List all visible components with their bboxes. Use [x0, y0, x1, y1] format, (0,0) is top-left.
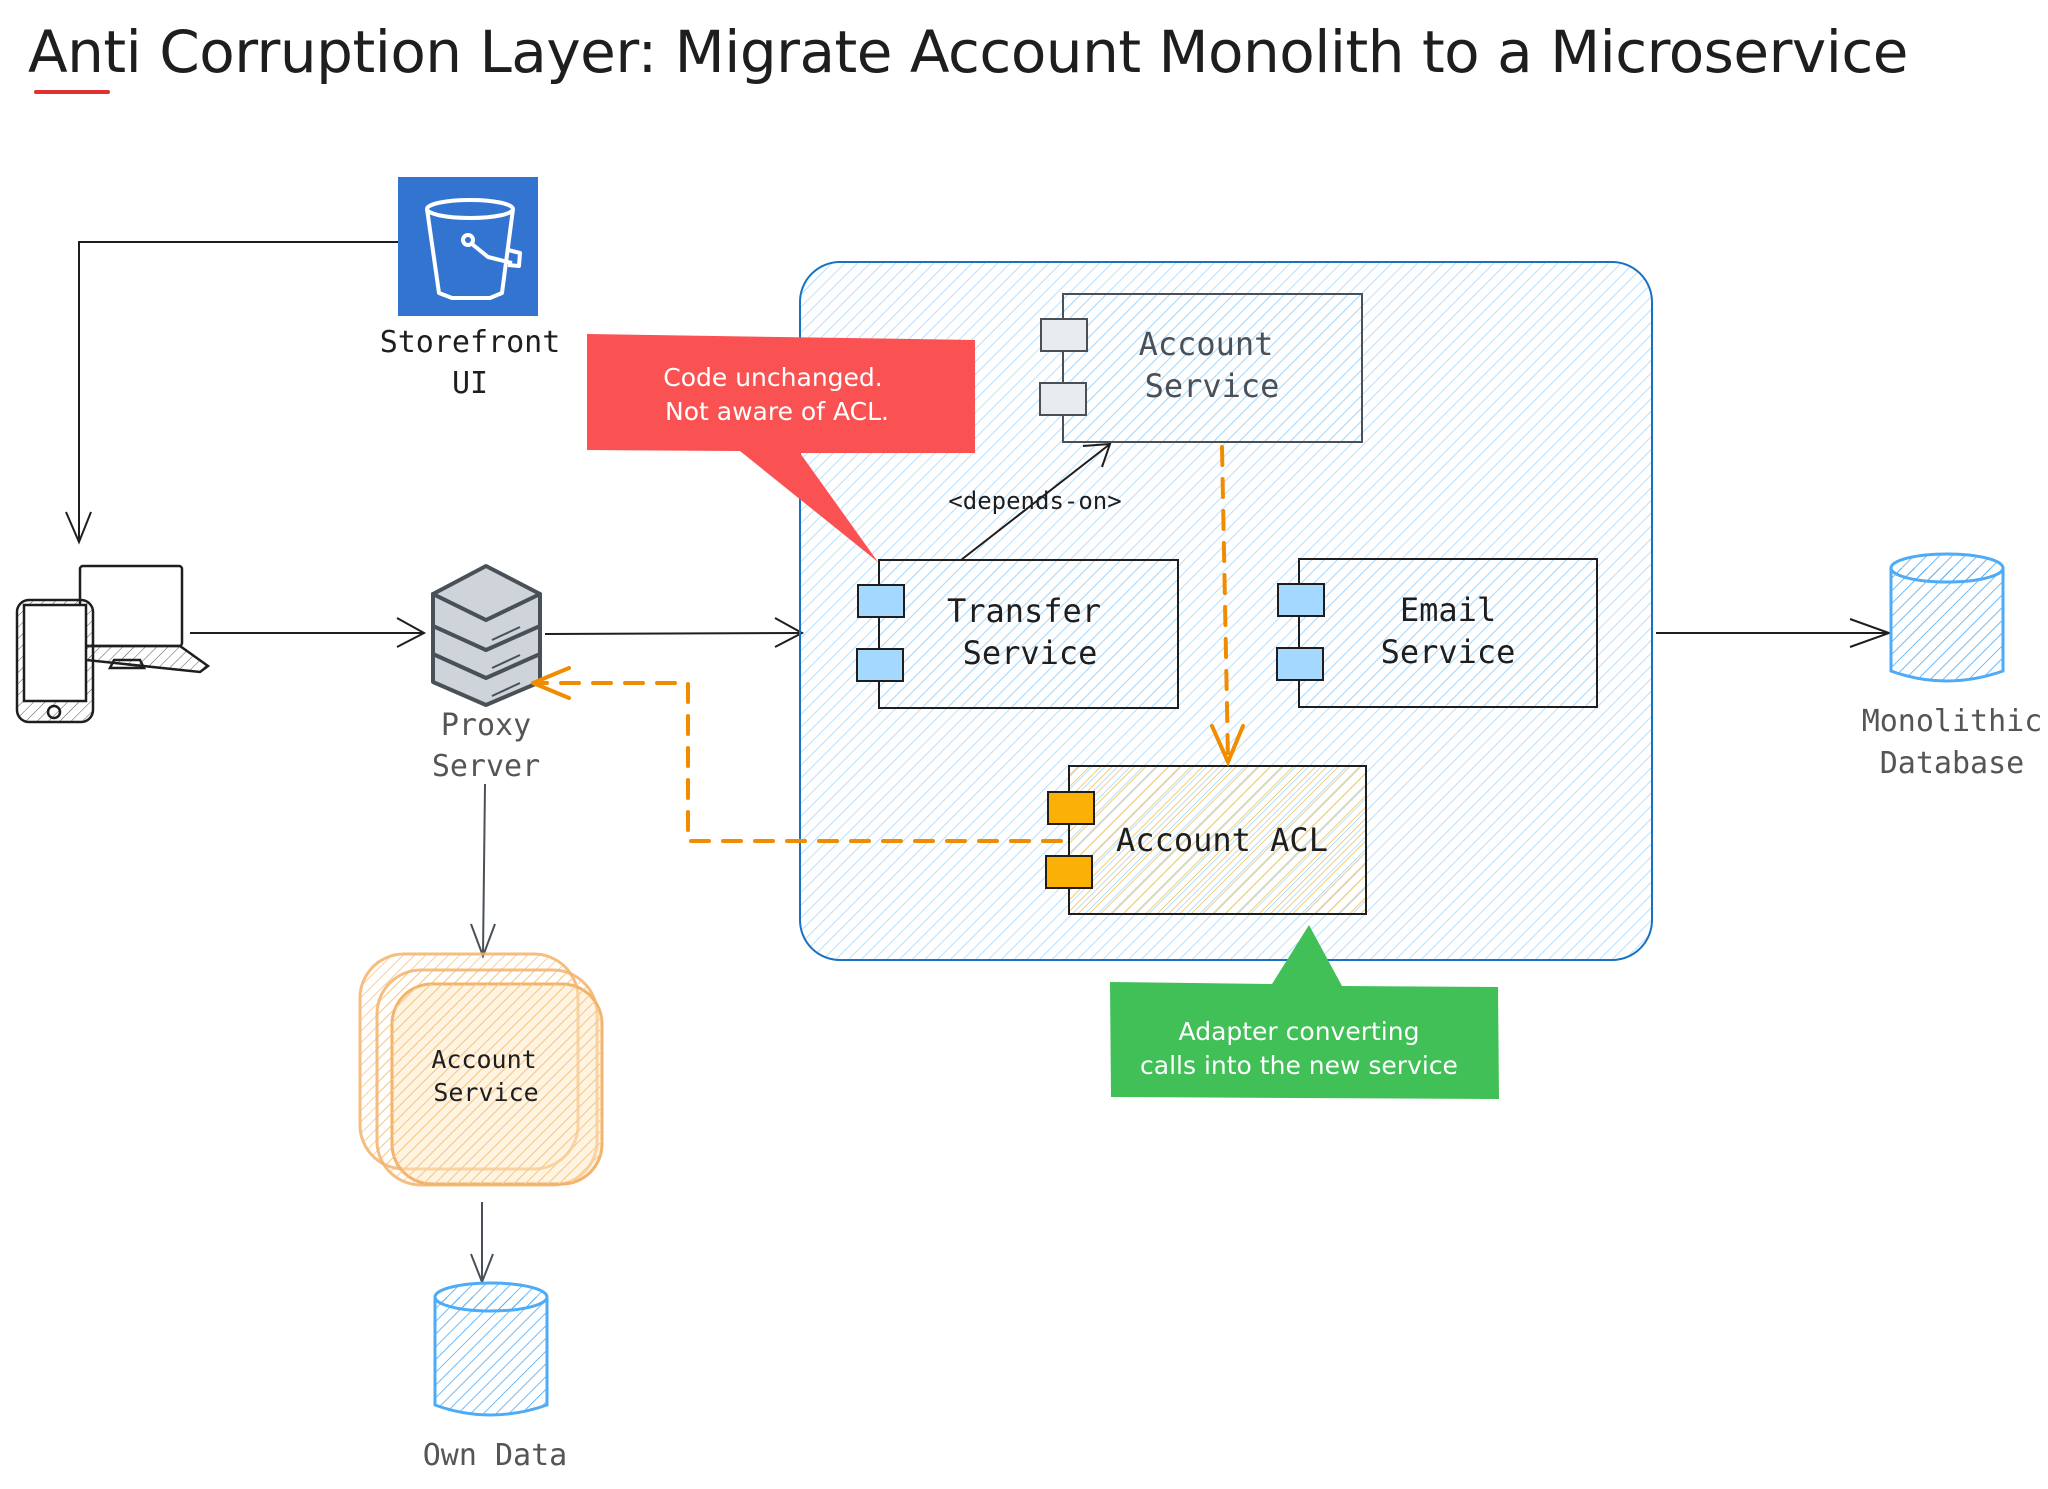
callout-green-line1: Adapter converting	[1179, 1017, 1420, 1046]
monolithic-database[interactable]: Monolithic Database	[1862, 552, 2043, 781]
edge-services-to-monolithic-db	[1656, 618, 1892, 648]
callout-green-line2: calls into the new service	[1140, 1051, 1458, 1080]
page-title: Anti Corruption Layer: Migrate Account M…	[28, 18, 1908, 86]
title-underline	[34, 90, 110, 94]
edge-acl-to-proxy	[531, 666, 1063, 843]
edge-proxy-to-services	[544, 617, 805, 648]
email-service-label-line1: Email	[1400, 591, 1496, 629]
callout-green: Adapter converting calls into the new se…	[1110, 925, 1499, 1099]
account-service-box	[1062, 293, 1363, 443]
callout-red: Code unchanged. Not aware of ACL.	[587, 334, 975, 562]
proxy-label-line2: Server	[432, 749, 540, 784]
account-service-label-line1: Account	[1139, 325, 1274, 363]
database-icon	[433, 1281, 549, 1417]
account-acl-box	[1068, 765, 1367, 915]
edge-proxy-to-legacy-service	[470, 783, 496, 959]
edge-depends-on	[960, 442, 1112, 561]
legacy-service-label-line2: Service	[433, 1078, 538, 1107]
phone-laptop-icon[interactable]	[15, 564, 211, 724]
account-acl-port-bottom	[1045, 855, 1093, 889]
email-service-label-line2: Service	[1381, 633, 1516, 671]
legacy-service-label-line1: Account	[431, 1045, 536, 1074]
database-icon	[1889, 552, 2005, 683]
transfer-service-label-line1: Transfer	[947, 592, 1101, 630]
bucket-icon	[425, 198, 522, 300]
own-data-database[interactable]: Own Data	[423, 1281, 568, 1473]
account-acl-component[interactable]: Account ACL	[1045, 765, 1367, 915]
edge-legacy-to-own-data	[470, 1202, 494, 1285]
transfer-service-component[interactable]: Transfer Service	[856, 559, 1179, 709]
account-acl-port-top	[1047, 791, 1095, 825]
server-stack-icon[interactable]	[431, 564, 542, 707]
account-service-label-line2: Service	[1145, 367, 1280, 405]
email-service-port-top	[1277, 583, 1325, 617]
callout-red-line2: Not aware of ACL.	[665, 397, 889, 426]
account-service-port-top	[1040, 318, 1088, 352]
email-service-port-bottom	[1276, 647, 1324, 681]
storefront-node[interactable]: Storefront UI	[380, 177, 561, 401]
account-service-component[interactable]: Account Service	[1039, 293, 1363, 443]
edge-storefront-to-client	[65, 241, 398, 545]
depends-on-label: <depends-on>	[948, 487, 1121, 515]
storefront-label-line2: UI	[452, 366, 488, 401]
legacy-service-layer-front-hatch	[392, 984, 602, 1184]
transfer-service-port-top	[857, 584, 905, 618]
transfer-service-port-bottom	[856, 648, 904, 682]
own-data-label: Own Data	[423, 1438, 568, 1473]
storefront-label-line1: Storefront	[380, 325, 561, 360]
callout-red-line1: Code unchanged.	[663, 363, 882, 392]
monolithic-db-label-line1: Monolithic	[1862, 704, 2043, 739]
monolithic-db-label-line2: Database	[1880, 746, 2025, 781]
transfer-service-box	[878, 559, 1179, 709]
legacy-account-service[interactable]: Account Service	[358, 952, 604, 1187]
edge-account-service-to-acl	[1210, 445, 1245, 768]
email-service-box	[1298, 558, 1598, 708]
account-service-port-bottom	[1039, 382, 1087, 416]
transfer-service-label-line2: Service	[963, 634, 1098, 672]
edge-client-to-proxy	[190, 617, 427, 648]
email-service-component[interactable]: Email Service	[1276, 558, 1598, 708]
proxy-label-line1: Proxy	[441, 708, 531, 743]
account-acl-label: Account ACL	[1116, 821, 1328, 859]
